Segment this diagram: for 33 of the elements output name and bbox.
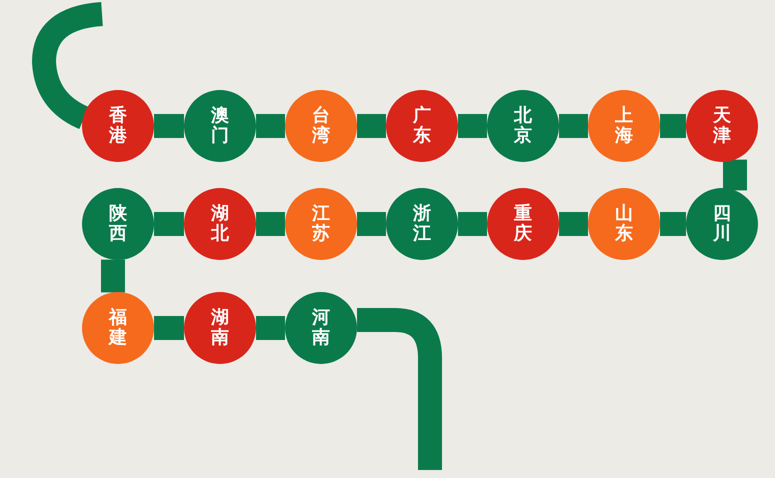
station-name: 上海 — [615, 106, 633, 146]
station-name: 陕西 — [109, 204, 127, 244]
track-line — [660, 212, 686, 236]
station-name: 澳门 — [211, 106, 229, 146]
station-name: 浙江 — [413, 204, 431, 244]
station-name: 北京 — [514, 106, 532, 146]
track-line — [256, 114, 285, 138]
station-name: 江苏 — [312, 204, 330, 244]
station-name: 湖北 — [211, 204, 229, 244]
station-name: 重庆 — [514, 204, 532, 244]
station-name: 台湾 — [312, 106, 330, 146]
track-line — [256, 316, 285, 340]
track-line — [660, 114, 686, 138]
station-name: 四川 — [713, 204, 731, 244]
track-line — [101, 260, 125, 292]
track-line — [559, 212, 588, 236]
track-line — [723, 160, 747, 190]
track-line — [154, 114, 184, 138]
station-name: 山东 — [615, 204, 633, 244]
track-line — [154, 316, 184, 340]
track-line — [256, 212, 285, 236]
station-name: 广东 — [413, 106, 431, 146]
track-line — [559, 114, 588, 138]
track-line — [32, 2, 104, 129]
station-name: 天津 — [713, 106, 731, 146]
station-name: 福建 — [109, 308, 127, 348]
track-line — [458, 114, 487, 138]
track-line — [154, 212, 184, 236]
station-name: 湖南 — [211, 308, 229, 348]
station-name: 河南 — [312, 308, 330, 348]
track-line — [357, 212, 386, 236]
track-line — [357, 114, 386, 138]
station-name: 香港 — [109, 106, 127, 146]
